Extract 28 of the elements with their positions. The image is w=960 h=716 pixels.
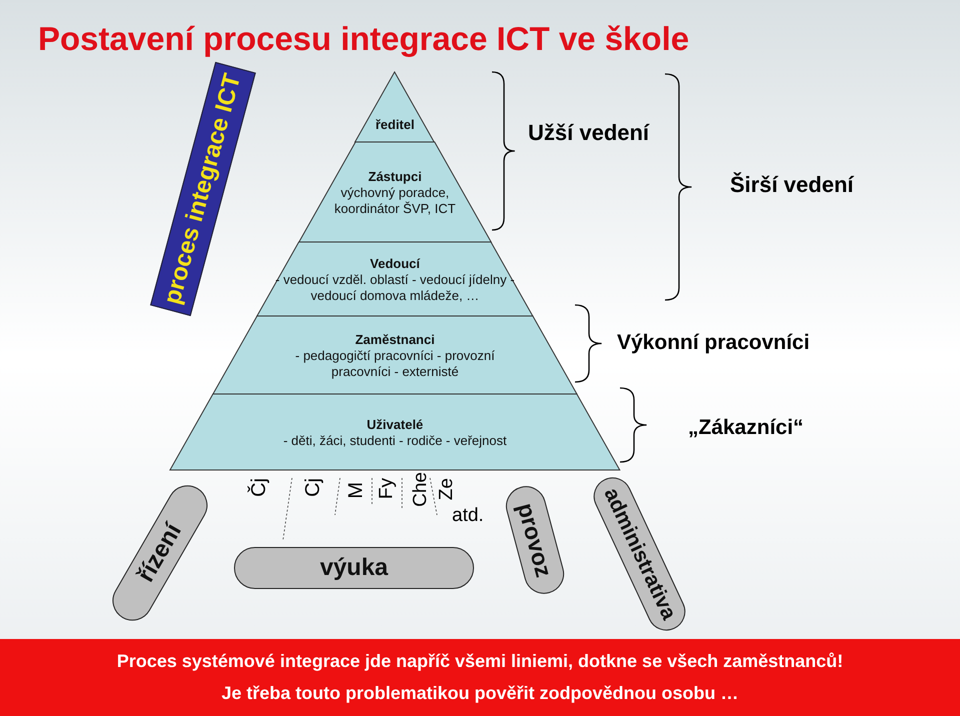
- footer-band: [0, 639, 960, 716]
- group-label: Výkonní pracovníci: [617, 331, 810, 355]
- subject-label: Che: [410, 472, 432, 507]
- group-label: Užší vedení: [528, 120, 650, 146]
- pyramid-tier: [257, 242, 533, 316]
- subject-label: Fy: [376, 478, 398, 500]
- subject-label: M: [345, 482, 368, 499]
- tier-text: - děti, žáci, studenti - rodiče - veřejnost: [283, 433, 507, 449]
- tier-heading: Vedoucí: [370, 256, 420, 272]
- footer-text: Je třeba touto problematikou pověřit zodpovědnou osobu …: [221, 683, 739, 704]
- subject-label: atd.: [452, 505, 484, 527]
- tier-heading: Zástupci: [368, 169, 422, 185]
- tier-text: - pedagogičtí pracovníci - provozní pracovníci - externisté: [294, 348, 496, 380]
- tier-heading: Zaměstnanci: [355, 332, 435, 348]
- tier-heading: Uživatelé: [366, 417, 424, 433]
- category-pill: výuka: [234, 547, 474, 589]
- footer-text: Proces systémové integrace jde napříč všemi liniemi, dotkne se všech zaměstnanců!: [116, 650, 844, 672]
- pyramid-tier: [213, 316, 577, 394]
- pyramid-tier: [170, 394, 620, 470]
- subject-label: Ze: [436, 478, 458, 500]
- group-label: „Zákazníci“: [688, 416, 804, 440]
- tier-text: - vedoucí vzděl. oblastí - vedoucí jídelny - vedoucí domova mládeže, …: [274, 272, 515, 304]
- tier-text: výchovný poradce, koordinátor ŠVP, ICT: [333, 185, 457, 217]
- title: Postavení procesu integrace ICT ve škole: [38, 20, 690, 58]
- subject-label: Čj: [248, 478, 271, 497]
- tier-heading: ředitel: [375, 117, 414, 133]
- group-label: Širší vedení: [730, 172, 854, 198]
- subject-label: Cj: [302, 478, 325, 497]
